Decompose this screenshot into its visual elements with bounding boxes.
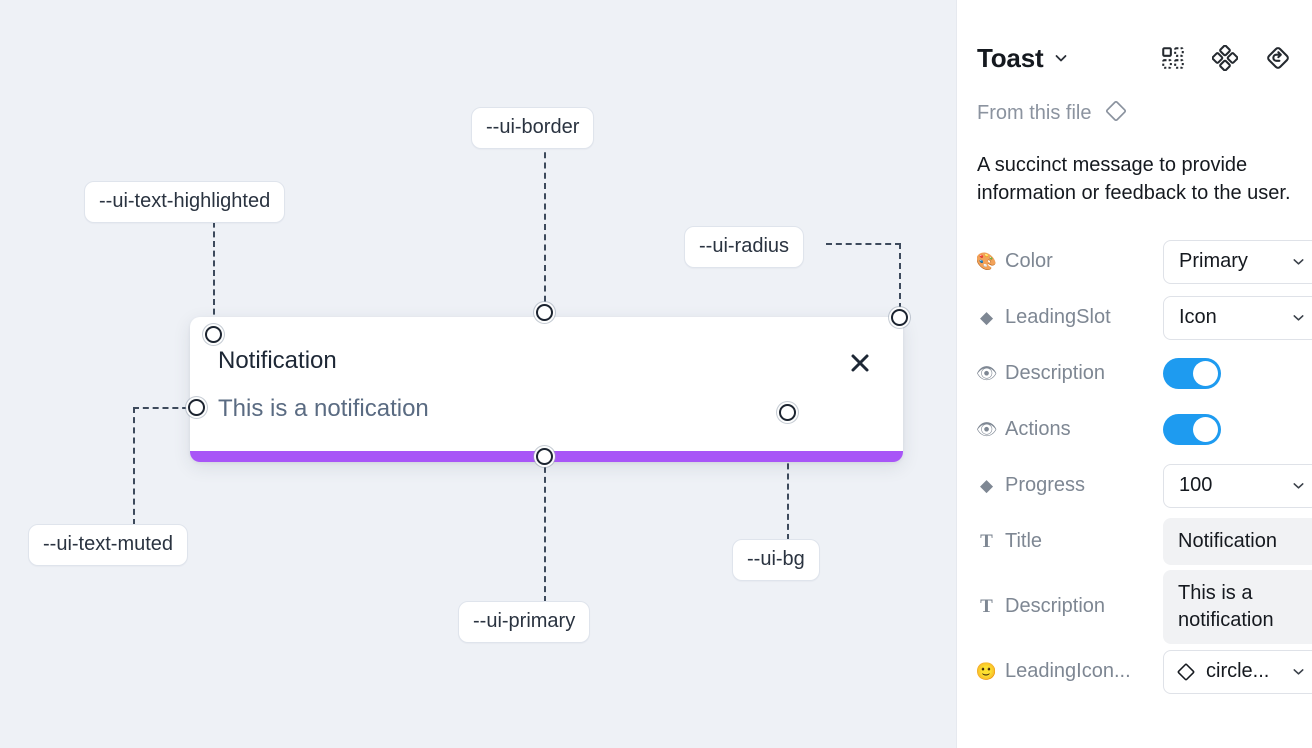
component-diamond-icon [1103, 98, 1129, 129]
toast-title: Notification [218, 347, 337, 374]
palette-emoji-icon: 🎨 [977, 252, 998, 272]
property-name: Description [1005, 595, 1106, 618]
node-handle-text-highlighted[interactable] [205, 326, 222, 343]
property-name: Actions [1005, 418, 1071, 441]
description-input[interactable]: This is a notification [1163, 569, 1312, 644]
property-row-leadingicon: 🙂 LeadingIcon... circle... [977, 644, 1312, 700]
connector-ui-text-muted-horizontal [133, 407, 198, 409]
annotation-ui-bg[interactable]: --ui-bg [732, 539, 820, 581]
property-label-description-text: T Description [977, 595, 1163, 618]
connector-ui-border [544, 142, 546, 312]
toggle-knob [1193, 361, 1218, 387]
toast-component-preview[interactable]: Notification This is a notification [190, 317, 903, 462]
property-name: Title [1005, 530, 1043, 553]
property-label-title: T Title [977, 530, 1163, 553]
property-row-title: T Title Notification [977, 514, 1312, 570]
leadingicon-select[interactable]: circle... [1163, 649, 1312, 694]
node-handle-primary[interactable] [536, 448, 553, 465]
properties-panel: Toast [956, 0, 1312, 748]
component-grid-icon[interactable] [1160, 45, 1186, 71]
title-input[interactable]: Notification [1163, 518, 1312, 566]
component-set-icon[interactable] [1212, 45, 1238, 71]
eye-emoji-icon: 👁 [977, 364, 998, 384]
color-select[interactable]: Primary [1163, 239, 1312, 284]
property-name: Color [1005, 250, 1053, 273]
leadingslot-select-value: Icon [1179, 306, 1217, 329]
annotation-ui-radius[interactable]: --ui-radius [684, 226, 805, 268]
property-row-description-toggle: 👁 Description [977, 346, 1292, 402]
property-name: Progress [1005, 474, 1086, 497]
from-this-file-row[interactable]: From this file [977, 98, 1292, 129]
reset-instance-icon[interactable] [1264, 44, 1292, 72]
actions-toggle[interactable] [1163, 414, 1221, 446]
panel-header: Toast [977, 32, 1292, 84]
smiley-emoji-icon: 🙂 [977, 662, 998, 682]
leadingslot-select[interactable]: Icon [1163, 295, 1312, 340]
property-label-progress: ◆ Progress [977, 474, 1163, 497]
component-description: A succinct message to provide informatio… [977, 154, 1291, 205]
toast-description: This is a notification [218, 395, 429, 422]
property-row-color: 🎨 Color Primary [977, 234, 1312, 290]
leadingicon-select-value: circle... [1206, 660, 1270, 683]
chevron-down-icon [1291, 478, 1306, 493]
node-handle-bg[interactable] [779, 404, 796, 421]
annotation-ui-border[interactable]: --ui-border [471, 107, 595, 149]
color-select-value: Primary [1179, 250, 1248, 273]
property-label-description: 👁 Description [977, 362, 1163, 385]
property-name: Description [1005, 362, 1106, 385]
chevron-down-icon [1291, 310, 1306, 325]
node-handle-radius[interactable] [891, 309, 908, 326]
text-type-icon: T [980, 596, 993, 618]
connector-ui-primary [544, 457, 546, 602]
connector-ui-text-muted-vertical [133, 407, 135, 525]
component-diamond-icon [1175, 661, 1197, 683]
connector-ui-bg [787, 413, 789, 540]
property-name: LeadingSlot [1005, 306, 1111, 329]
node-handle-border[interactable] [536, 304, 553, 321]
property-label-leadingslot: ◆ LeadingSlot [977, 306, 1163, 329]
connector-ui-text-highlighted [213, 212, 215, 334]
property-row-actions-toggle: 👁 Actions [977, 402, 1292, 458]
node-handle-text-muted[interactable] [188, 399, 205, 416]
design-canvas[interactable]: Notification This is a notification --ui… [0, 0, 956, 748]
panel-title: Toast [977, 42, 1044, 73]
progress-select[interactable]: 100 [1163, 463, 1312, 508]
diamond-icon: ◆ [979, 476, 994, 496]
annotation-ui-primary[interactable]: --ui-primary [458, 601, 591, 643]
property-row-description-text: T Description This is a notification [977, 569, 1312, 644]
property-label-actions: 👁 Actions [977, 418, 1163, 441]
property-list: 🎨 Color Primary ◆ LeadingSlot [977, 234, 1312, 700]
property-name: LeadingIcon... [1005, 660, 1131, 683]
close-icon[interactable] [847, 350, 873, 376]
property-row-progress: ◆ Progress 100 [977, 458, 1312, 514]
chevron-down-icon [1291, 254, 1306, 269]
annotation-ui-text-muted[interactable]: --ui-text-muted [28, 524, 189, 566]
property-row-leadingslot: ◆ LeadingSlot Icon [977, 290, 1312, 346]
connector-ui-radius-horizontal [826, 243, 901, 245]
annotation-ui-text-highlighted[interactable]: --ui-text-highlighted [84, 181, 286, 223]
toggle-knob [1193, 417, 1218, 443]
chevron-down-icon [1291, 664, 1306, 679]
text-type-icon: T [980, 531, 993, 553]
connector-ui-radius-vertical [899, 243, 901, 319]
progress-select-value: 100 [1179, 474, 1213, 497]
property-label-color: 🎨 Color [977, 250, 1163, 273]
diamond-icon: ◆ [979, 308, 994, 328]
property-label-leadingicon: 🙂 LeadingIcon... [977, 660, 1163, 683]
description-toggle[interactable] [1163, 358, 1221, 390]
eye-emoji-icon: 👁 [977, 420, 998, 440]
panel-header-actions [1160, 44, 1292, 72]
chevron-down-icon[interactable] [1053, 50, 1069, 66]
from-this-file-label: From this file [977, 102, 1092, 124]
